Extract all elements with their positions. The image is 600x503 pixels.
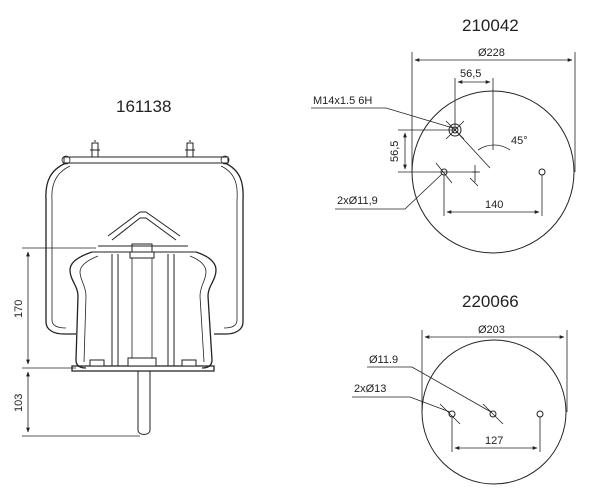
base-center-block [127, 357, 157, 367]
part-number-210042: 210042 [462, 16, 519, 35]
piston-wall-right [167, 254, 175, 366]
piston-left-lobe [69, 251, 93, 369]
center-nut [131, 243, 153, 253]
piston-top-band [92, 245, 196, 253]
holes-leader-tick [435, 162, 453, 184]
air-spring-side-view: 161138 [13, 97, 244, 437]
top-stud-right [185, 140, 195, 157]
base-bolt-left [89, 359, 105, 367]
bottom-holes-label: 2xØ13 [354, 383, 386, 395]
bottom-plate-circle [421, 339, 567, 485]
piston-right-lobe-inner [189, 255, 207, 363]
thread-label: M14x1.5 6H [313, 95, 372, 107]
threaded-hole-outer [448, 123, 462, 137]
piston-base [71, 365, 215, 372]
dim-label-56-5-h: 56,5 [460, 68, 481, 80]
bottom-plate-view: 220066 Ø203 Ø11.9 2xØ13 127 [352, 292, 568, 485]
dim-label-d228: Ø228 [478, 47, 505, 59]
bellow-outer-right [214, 162, 244, 335]
base-bolt-right [181, 359, 197, 367]
piston-wall-left [111, 254, 119, 366]
part-number-161138: 161138 [116, 97, 171, 116]
angle-label: 45° [511, 135, 528, 147]
center-nut-washer [129, 251, 155, 259]
bellow-outer-left [45, 162, 76, 335]
holes-leader [335, 173, 443, 210]
bottom-hole-center [489, 410, 497, 418]
part-number-220066: 220066 [462, 292, 519, 311]
piston-stem [137, 371, 151, 435]
top-plate-right-end [220, 155, 230, 165]
dim-label-56-5-v: 56,5 [389, 141, 401, 162]
center-mark [469, 165, 480, 187]
angle-line [454, 129, 491, 169]
mount-hole-right [538, 168, 546, 176]
center-hole-leader [367, 366, 492, 413]
dim-label-127: 127 [485, 435, 503, 447]
center-hole-label: Ø11.9 [369, 354, 398, 366]
angle-arc [477, 144, 511, 151]
bottom-holes-leader [352, 396, 451, 413]
holes-label: 2xØ11,9 [337, 195, 378, 207]
dim-label-140: 140 [485, 199, 503, 211]
piston-center-rod [131, 258, 153, 366]
top-stud-left [90, 140, 100, 157]
dim-label-d203: Ø203 [478, 324, 505, 336]
top-plate-view: 210042 Ø228 56,5 56,5 M14x1.5 6H 45° [311, 16, 576, 254]
piston-cap-cone-inner [111, 217, 177, 241]
thread-leader [311, 107, 454, 129]
threaded-hole-inner [451, 126, 459, 134]
piston-left-lobe-inner [79, 255, 99, 363]
bottom-holes-tick [439, 403, 461, 425]
top-plate-bar [63, 156, 229, 164]
bottom-hole-right [536, 410, 544, 418]
center-hole-tick [482, 403, 504, 425]
dim-label-103: 103 [13, 394, 25, 412]
piston-cap-cone [107, 211, 181, 237]
bellow-inner-right [220, 165, 238, 329]
dim-label-170: 170 [13, 300, 25, 318]
bellow-inner-left [51, 165, 71, 329]
top-plate-left-end [61, 155, 71, 165]
